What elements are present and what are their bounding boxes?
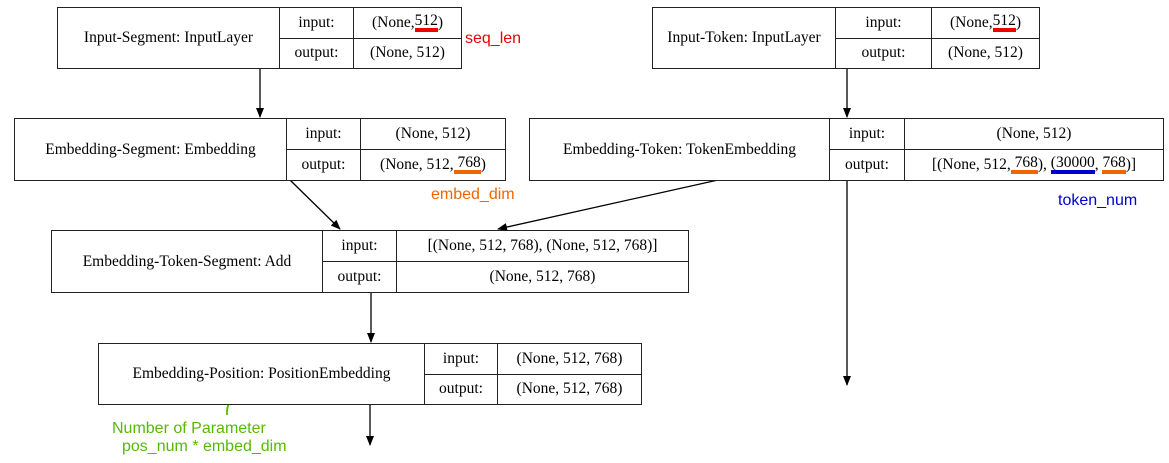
input-label: input:	[848, 125, 886, 142]
layer-input-token: Input-Token: InputLayer input: output: (N…	[652, 7, 1040, 69]
output-shape: (None, 512, 768)	[361, 149, 505, 180]
layer-input-segment: Input-Segment: InputLayer input:output: …	[57, 7, 462, 69]
layer-add: Embedding-Token-Segment: Add input: outpu…	[51, 230, 689, 293]
input-label: input:	[865, 13, 902, 31]
layer-position-embedding: Embedding-Position: PositionEmbedding in…	[98, 343, 642, 405]
input-label: input:	[298, 13, 335, 31]
layer-embedding-token: Embedding-Token: TokenEmbedding input: ou…	[529, 118, 1164, 181]
input-shape: [(None, 512, 768), (None, 512, 768)]	[427, 237, 658, 254]
output-shape: (None, 512)	[354, 37, 461, 69]
layer-name: Input-Segment: InputLayer	[58, 8, 280, 68]
layer-embedding-segment: Embedding-Segment: Embedding input: outpu…	[14, 118, 506, 181]
input-label: input:	[341, 237, 378, 254]
output-label: output:	[280, 37, 353, 69]
input-shape: (None, 512, 768)	[516, 349, 623, 367]
edge-embedding-segment-to-add	[289, 179, 341, 230]
annotation-embed-dim: embed_dim	[431, 186, 515, 203]
input-label: input:	[442, 349, 480, 367]
layer-name: Embedding-Position: PositionEmbedding	[99, 344, 425, 404]
input-shape: (None, 512)	[371, 11, 444, 32]
annotation-token-num: token_num	[1058, 192, 1138, 209]
output-label: output:	[425, 373, 497, 405]
output-label: output:	[287, 149, 360, 180]
input-label: input:	[305, 125, 342, 142]
edge-embedding-token-to-add	[497, 179, 719, 231]
layer-name: Input-Token: InputLayer	[653, 8, 836, 68]
annotation-param-line1: Number of Parameter	[112, 420, 266, 437]
output-shape: (None, 512, 768)	[397, 261, 688, 292]
annotation-param-line2: pos_num * embed_dim	[122, 438, 287, 455]
output-label: output:	[836, 37, 931, 69]
input-shape: (None, 512)	[395, 125, 471, 142]
output-shape: (None, 512)	[932, 37, 1039, 69]
output-shape: (None, 512, 768)	[498, 373, 641, 405]
layer-name: Embedding-Token: TokenEmbedding	[530, 119, 830, 180]
output-label: output:	[830, 149, 904, 180]
layer-name: Embedding-Segment: Embedding	[15, 119, 287, 180]
input-shape: (None, 512)	[996, 125, 1072, 142]
layer-name: Embedding-Token-Segment: Add	[52, 231, 323, 292]
output-shape: [(None, 512, 768), (30000, 768)]	[905, 149, 1163, 180]
output-label: output:	[323, 261, 396, 292]
input-shape: (None, 512)	[949, 11, 1022, 32]
annotation-seq-len: seq_len	[465, 30, 522, 47]
